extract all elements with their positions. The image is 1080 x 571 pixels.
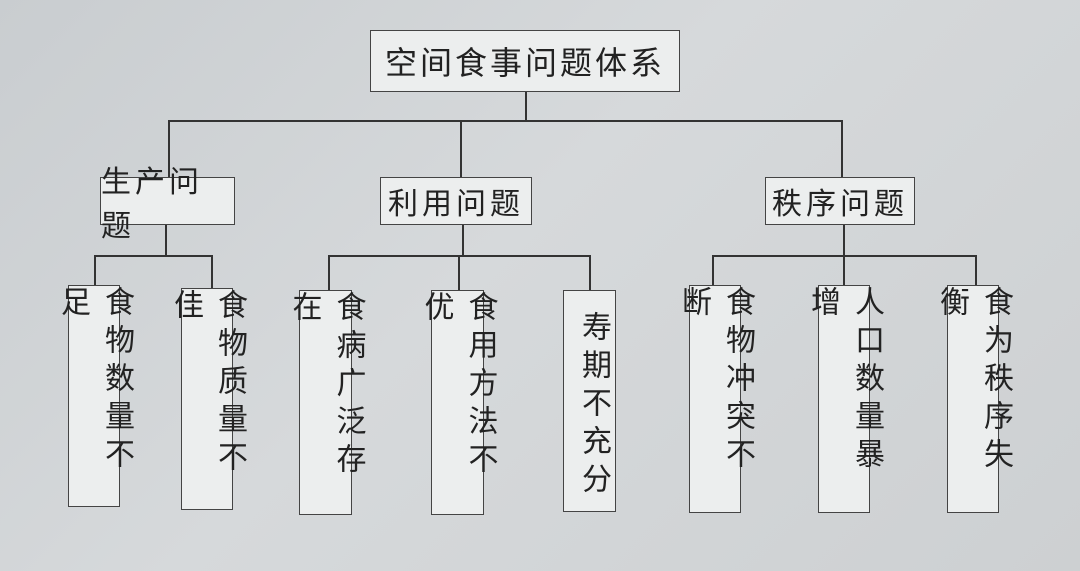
category-label: 利用问题 — [388, 187, 524, 222]
root-label: 空间食事问题体系 — [384, 44, 665, 82]
connector — [975, 255, 977, 285]
leaf-label: 食物数量不足 — [55, 286, 134, 476]
leaf-label: 食为秩序失衡 — [934, 286, 1013, 476]
category-utilization: 利用问题 — [380, 177, 532, 225]
connector — [843, 255, 845, 285]
leaf-node: 食物冲突不断 — [676, 285, 755, 513]
connector — [94, 255, 212, 257]
leaf-node: 食物质量不佳 — [168, 288, 247, 510]
connector — [841, 120, 843, 177]
leaf-node: 食病广泛存在 — [287, 290, 366, 515]
leaf-node: 寿期不充分 — [563, 290, 616, 512]
category-order: 秩序问题 — [765, 177, 915, 225]
leaf-label: 食物冲突不断 — [676, 286, 755, 476]
leaf-node: 人口数量暴增 — [805, 285, 884, 513]
category-label: 生产问题 — [101, 165, 203, 244]
connector — [168, 120, 842, 122]
leaf-label: 寿期不充分 — [576, 311, 611, 501]
connector — [462, 225, 464, 255]
leaf-node: 食用方法不优 — [419, 290, 498, 515]
connector — [168, 120, 170, 177]
connector — [94, 255, 96, 285]
connector — [458, 255, 460, 290]
connector — [843, 225, 845, 255]
leaf-node: 食物数量不足 — [55, 285, 134, 507]
connector — [460, 120, 462, 177]
category-production: 生产问题 — [100, 165, 235, 244]
connector — [589, 255, 591, 290]
connector — [211, 255, 213, 288]
connector — [712, 255, 714, 285]
leaf-label: 人口数量暴增 — [805, 286, 884, 476]
root-node: 空间食事问题体系 — [370, 30, 680, 92]
connector — [165, 225, 167, 255]
leaf-label: 食用方法不优 — [418, 291, 498, 481]
leaf-label: 食病广泛存在 — [286, 291, 366, 481]
category-label: 秩序问题 — [772, 187, 908, 222]
leaf-node: 食为秩序失衡 — [934, 285, 1013, 513]
leaf-label: 食物质量不佳 — [168, 289, 247, 479]
connector — [525, 92, 527, 120]
connector — [328, 255, 330, 290]
